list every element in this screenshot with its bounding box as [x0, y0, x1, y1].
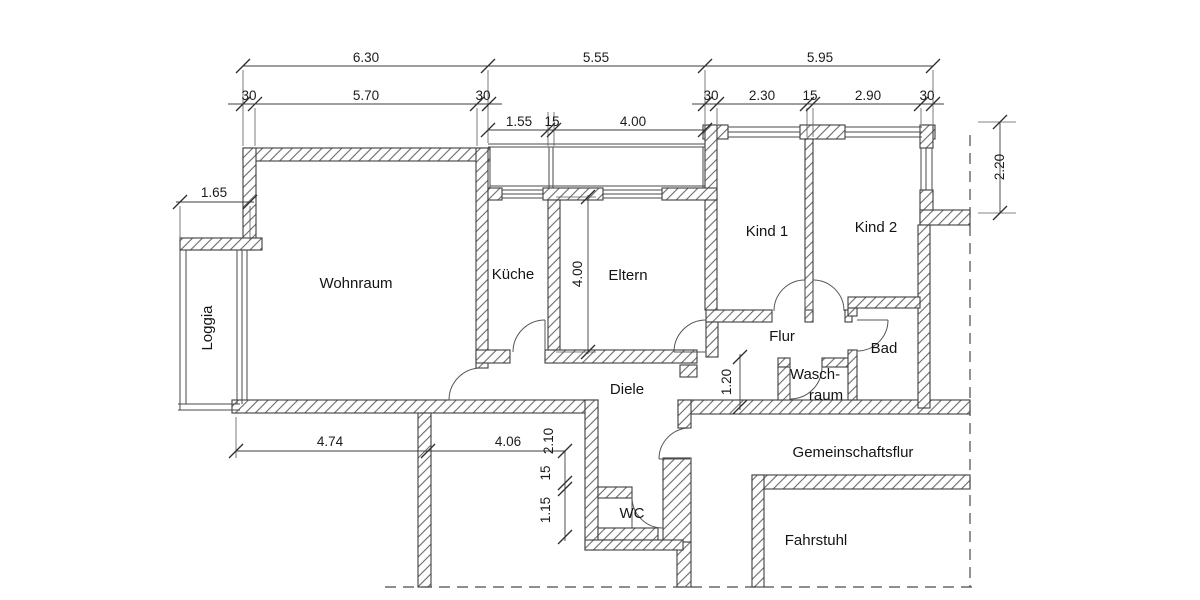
wall-kueche-bottom	[475, 349, 511, 364]
dim-loggia-width: 1.65	[201, 185, 227, 200]
room-label-bad: Bad	[871, 340, 898, 357]
dim-wc-c: 1.15	[538, 497, 553, 523]
waschraum-door	[789, 366, 823, 400]
wall-wc-bottom-outer	[584, 539, 684, 551]
bad-door	[856, 319, 889, 352]
wall-bad-left-jamb	[847, 307, 858, 317]
room-label-wc: WC	[620, 505, 645, 522]
wall-flur-top-left	[705, 309, 773, 323]
kueche-door	[512, 319, 546, 353]
wall-kind1-left	[704, 124, 718, 311]
wall-diele-flur	[705, 321, 719, 358]
wall-bad-top	[847, 296, 921, 309]
dim-wall-left-a: 30	[241, 88, 256, 103]
balcony-outline	[488, 143, 705, 188]
room-label-kueche: Küche	[492, 266, 535, 283]
wall-fahrstuhl-left	[751, 474, 765, 588]
dim-kind1-width: 2.30	[749, 88, 775, 103]
eltern-door	[673, 319, 707, 353]
doors	[448, 279, 889, 529]
room-label-waschraum-1: Wasch-	[790, 366, 840, 383]
windows	[502, 126, 933, 199]
wall-vestibule-right-upper	[677, 399, 692, 429]
kind2-window	[845, 126, 922, 138]
wall-kueche-divider	[547, 199, 561, 351]
kind1-door	[773, 279, 806, 312]
wall-wohnraum-left	[242, 147, 257, 251]
dim-bottom-left: 4.74	[317, 434, 344, 449]
dim-partition: 15	[802, 88, 817, 103]
wall-balcony-b	[542, 187, 604, 201]
dim-bottom-mid: 4.06	[495, 434, 521, 449]
dim-total-mid: 5.55	[583, 50, 609, 65]
wall-right-stub	[919, 209, 971, 226]
kueche-window	[502, 189, 543, 199]
wohnraum-door	[448, 367, 482, 401]
wall-wc-bottom-inner	[597, 527, 659, 541]
wall-vestibule-left	[584, 399, 599, 551]
dimension-labels: 6.30 5.55 5.95 30 5.70 30 30 2.30 15 2.9…	[201, 50, 1007, 523]
room-label-kind2: Kind 2	[855, 219, 898, 236]
dim-wc-a: 2.10	[541, 428, 556, 454]
dim-wall-right-b: 30	[919, 88, 934, 103]
room-label-wohnraum: Wohnraum	[319, 275, 392, 292]
kind1-window	[728, 126, 800, 138]
wall-wc-right-block	[662, 457, 692, 543]
room-label-waschraum-2: raum	[809, 387, 843, 404]
wall-waschraum-left	[777, 366, 791, 401]
wall-balcony-c	[661, 187, 718, 201]
entry-door	[658, 427, 691, 460]
wall-waschraum-top-jamb	[777, 357, 791, 368]
wall-bottom-left	[231, 399, 599, 414]
wall-kind-divider	[804, 138, 814, 314]
dim-flur-opening: 1.20	[719, 369, 734, 395]
wall-flur-top-cap	[804, 309, 814, 323]
dim-kind2-width: 2.90	[855, 88, 881, 103]
wall-balcony-a	[487, 187, 503, 201]
wall-loggia-top	[179, 237, 263, 251]
dim-wohnraum-width: 5.70	[353, 88, 379, 103]
section-lines	[385, 135, 975, 588]
room-label-fahrstuhl: Fahrstuhl	[785, 532, 848, 549]
kind2-door	[812, 279, 845, 312]
dim-wc-b: 15	[538, 465, 553, 480]
dim-eltern-depth: 4.00	[570, 261, 585, 287]
dimension-ticks	[172, 58, 1008, 545]
wall-fahrstuhl-top	[751, 474, 971, 490]
wall-kueche-left	[475, 147, 489, 369]
loggia-outline	[178, 250, 248, 411]
wall-diele-stub	[679, 364, 698, 378]
room-label-kind1: Kind 1	[746, 223, 789, 240]
dim-total-left: 6.30	[353, 50, 379, 65]
room-label-eltern: Eltern	[608, 267, 647, 284]
dim-wall-left-b: 30	[475, 88, 490, 103]
wall-lower-divider	[417, 412, 432, 588]
dim-balcony-b: 15	[544, 114, 559, 129]
dim-balcony-c: 4.00	[620, 114, 646, 129]
wall-wohnraum-top	[242, 147, 491, 162]
room-label-flur: Flur	[769, 328, 795, 345]
dim-balcony-a: 1.55	[506, 114, 532, 129]
dim-total-right: 5.95	[807, 50, 833, 65]
wall-eltern-bottom	[544, 349, 698, 364]
wc-door	[631, 496, 664, 529]
room-labels: Wohnraum Küche Eltern Kind 1 Kind 2 Flur…	[199, 219, 913, 549]
wall-bad-left	[847, 349, 858, 401]
dim-wall-right-a: 30	[703, 88, 718, 103]
eltern-window	[603, 189, 662, 199]
dim-right-depth: 2.20	[992, 154, 1007, 180]
room-label-gemeinschaftsflur: Gemeinschaftsflur	[793, 444, 914, 461]
kind2-side-window	[920, 148, 933, 190]
room-label-diele: Diele	[610, 381, 644, 398]
wall-right-lower	[917, 224, 931, 409]
wall-wc-top	[597, 486, 633, 499]
walls	[179, 124, 971, 588]
room-label-loggia: Loggia	[199, 305, 216, 351]
dimension-lines	[172, 58, 1016, 545]
